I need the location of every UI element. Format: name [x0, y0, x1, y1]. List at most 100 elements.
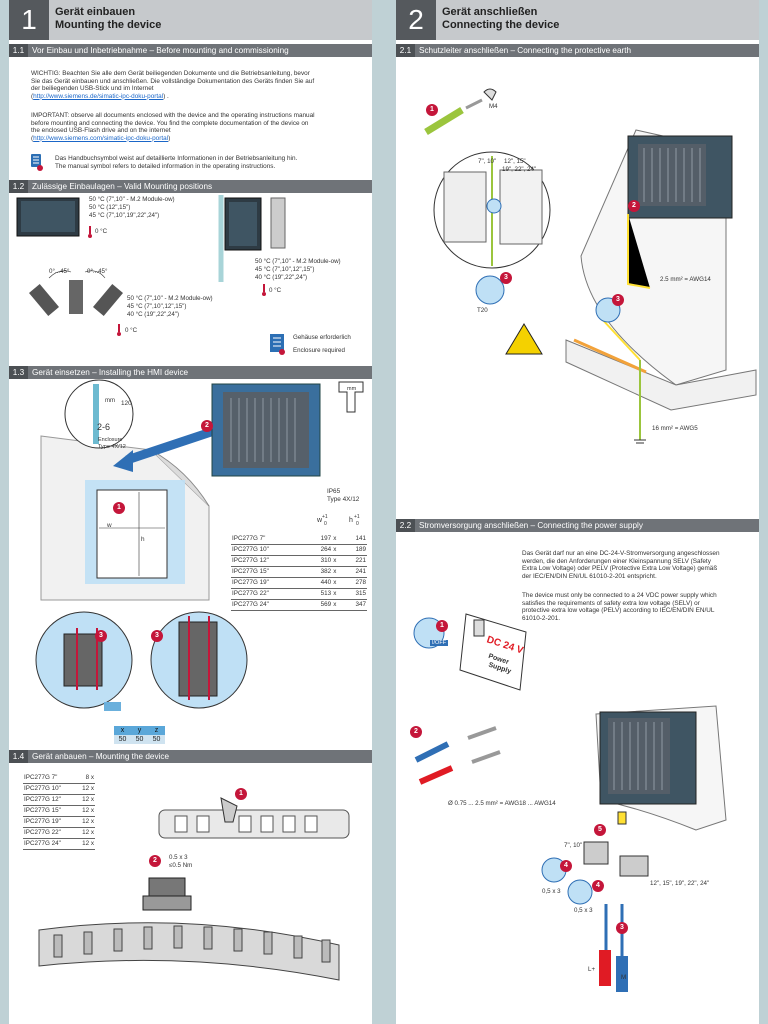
size-7-10: 7", 10"	[478, 158, 497, 165]
callout-2-2-step2: 2	[410, 726, 422, 738]
callout-1-3-step3a: 3	[95, 630, 107, 642]
callout-1-4-step1: 1	[235, 788, 247, 800]
table-row: IPC277G 15"12 x	[23, 805, 95, 817]
ip-rating: IP65	[327, 488, 341, 495]
table-row: IPC277G 22"12 x	[23, 827, 95, 839]
callout-2-1-step3b: 3	[612, 294, 624, 306]
section-1-title-de: Gerät einbauen	[55, 6, 136, 18]
col-w: w	[317, 517, 323, 524]
enclosure-type: Type 4X/12	[98, 444, 126, 450]
mm-label: mm	[105, 398, 115, 404]
callout-2-1-step2: 2	[628, 200, 640, 212]
col-h-tol0: 0	[356, 521, 359, 527]
manual-symbol-icon	[31, 154, 43, 171]
l-plus-label: L+	[588, 966, 596, 973]
wall-thickness: 2-6	[97, 422, 111, 432]
wire-cross-section: Ø 0.75 ... 2.5 mm² = AWG18 ... AWG14	[448, 800, 556, 807]
temp-min-a: 0 °C	[95, 228, 108, 235]
callout-1-3-step1: 1	[113, 502, 125, 514]
awg5-label: 16 mm² = AWG5	[652, 425, 698, 432]
installation-drawing	[35, 379, 364, 711]
cutout-w: w	[107, 522, 112, 529]
mounting-positions-drawing	[16, 195, 286, 355]
m4-label: M4	[489, 103, 498, 110]
m-label: M	[621, 974, 627, 981]
col-w-tol: +1	[322, 514, 328, 520]
callout-2-1-step3a: 3	[500, 272, 512, 284]
table-row: IPC277G 19"12 x	[23, 816, 95, 828]
clamp-drawing	[38, 797, 350, 981]
note-de: WICHTIG: Beachten Sie alle dem Gerät bei…	[31, 70, 315, 100]
power-note-de: Das Gerät darf nur an eine DC-24-V-Strom…	[522, 550, 720, 580]
temp-min-b: 0 °C	[269, 287, 282, 294]
callout-2-2-step5: 5	[594, 824, 606, 836]
col-h: h	[349, 517, 353, 524]
section-1-header: 1 Gerät einbauen Mounting the device	[9, 0, 372, 40]
section-2-title-en: Connecting the device	[442, 19, 560, 31]
col-h-tol: +1	[354, 514, 360, 520]
temp-horizontal: 50 °C (7",10" - M.2 Module-ow)50 °C (12"…	[89, 196, 175, 219]
enclosure-label: Enclosure	[98, 437, 123, 443]
callout-2-2-step4b: 4	[592, 880, 604, 892]
temp-min-c: 0 °C	[125, 327, 138, 334]
callout-1-3-step3b: 3	[151, 630, 163, 642]
callout-2-1-step1: 1	[426, 104, 438, 116]
callout-2-2-step1: 1	[436, 620, 448, 632]
callout-2-2-step4a: 4	[560, 860, 572, 872]
manual-symbol-note: Das Handbuchsymbol weist auf detailliert…	[55, 155, 298, 170]
section-1-number: 1	[9, 0, 49, 40]
clamp-count-table: IPC277G 7"8 x IPC277G 10"12 x IPC277G 12…	[23, 772, 95, 850]
temp-tilted: 50 °C (7",10" - M.2 Module-ow)45 °C (7",…	[127, 295, 213, 318]
note-en: IMPORTANT: observe all documents enclose…	[31, 112, 315, 142]
on-off-label: I/OFF	[430, 640, 449, 646]
section-2-number: 2	[396, 0, 436, 40]
protective-earth-drawing	[424, 88, 757, 444]
tilt-angle-left: 0°...45°	[49, 268, 70, 275]
size-large-label: 12", 15", 19", 22", 24"	[650, 880, 710, 887]
table-row: IPC277G 24"12 x	[23, 838, 95, 850]
panel-connecting: 2 Gerät anschließen Connecting the devic…	[396, 0, 759, 1024]
caliper-mm: mm	[347, 386, 357, 392]
section-2-header: 2 Gerät anschließen Connecting the devic…	[396, 0, 759, 40]
enclosure-required-de: Gehäuse erforderlich	[293, 334, 351, 341]
cutout-h: h	[141, 536, 145, 543]
size-7-10-label: 7", 10"	[564, 842, 583, 849]
power-note-en: The device must only be connected to a 2…	[522, 592, 717, 622]
ip-type: Type 4X/12	[327, 496, 360, 503]
table-row: IPC277G 10"12 x	[23, 783, 95, 795]
screwdriver-size: 0.5 x 3	[169, 854, 188, 861]
size-19-24: 19", 22", 24"	[502, 166, 537, 173]
t20-label: T20	[477, 307, 488, 314]
callout-1-3-step2: 2	[201, 420, 213, 432]
panel-mounting: 1 Gerät einbauen Mounting the device 1.1…	[9, 0, 372, 1024]
table-row: IPC277G 7"8 x	[23, 772, 95, 784]
enclosure-required-en: Enclosure required	[293, 347, 345, 354]
table-row: IPC277G 12"12 x	[23, 794, 95, 806]
power-supply-drawing	[413, 613, 727, 992]
callout-2-2-step3: 3	[616, 922, 628, 934]
screwdriver-size-a: 0,5 x 3	[542, 888, 561, 895]
doc-link-de[interactable]: http://www.siemens.de/simatic-ipc-doku-p…	[33, 92, 164, 100]
gap-120: 120	[121, 400, 132, 407]
tilt-angle-right: 0°...45°	[87, 268, 108, 275]
temp-vertical: 50 °C (7",10" - M.2 Module-ow)45 °C (7",…	[255, 258, 341, 281]
torque-value: ≤0.5 Nm	[169, 862, 193, 869]
doc-link-en[interactable]: http://www.siemens.com/simatic-ipc-doku-…	[33, 134, 169, 142]
screwdriver-size-b: 0,5 x 3	[574, 907, 593, 914]
section-2-title-de: Gerät anschließen	[442, 6, 538, 18]
